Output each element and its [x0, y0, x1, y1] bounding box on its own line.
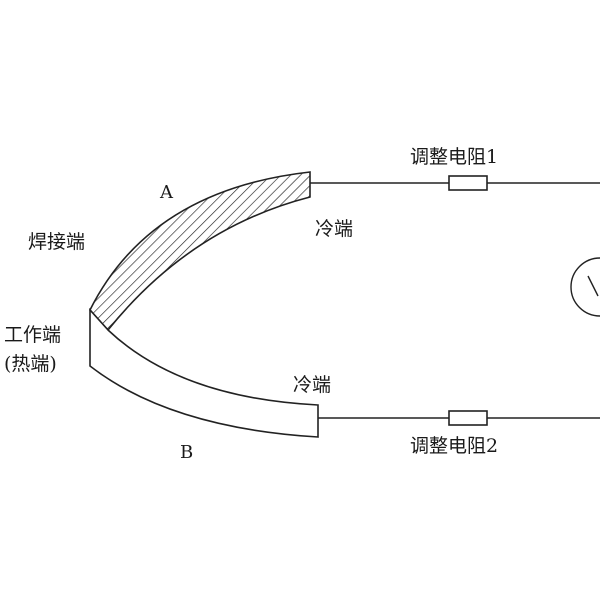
label-hot-end: (热端)	[4, 353, 57, 375]
metal-b-conductor	[89, 307, 319, 438]
label-weld-end: 焊接端	[28, 231, 85, 253]
label-resistor-2: 调整电阻2	[410, 435, 498, 457]
metal-a-conductor	[89, 171, 311, 332]
label-work-end: 工作端	[4, 324, 61, 346]
resistor-1-symbol	[448, 175, 488, 191]
label-cold-end-bottom: 冷端	[293, 374, 331, 396]
label-resistor-1: 调整电阻1	[410, 146, 498, 168]
label-cold-end-top: 冷端	[315, 218, 353, 240]
meter-needle	[587, 275, 599, 297]
resistor-2-symbol	[448, 410, 488, 426]
meter-symbol	[570, 257, 600, 317]
label-metal-b: B	[180, 442, 193, 463]
label-metal-a: A	[159, 182, 174, 203]
